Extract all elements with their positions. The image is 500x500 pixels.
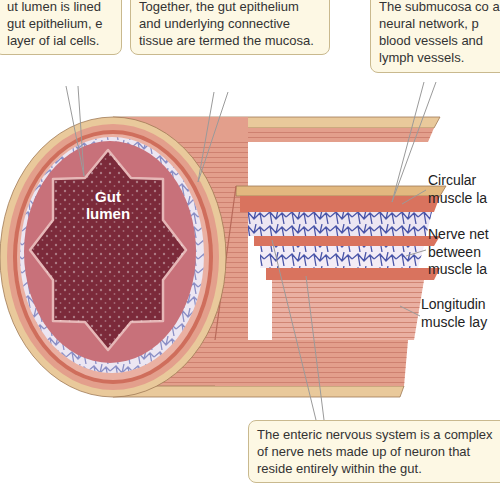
lumen-label: Gut lumen: [78, 188, 138, 223]
layer-label: Nerve net between muscle la: [428, 226, 498, 279]
circular-ring: [13, 130, 213, 384]
outer-layer-band: [236, 186, 446, 196]
callout-tail: [198, 92, 228, 182]
callout-box: Together, the gut epithelium and underly…: [130, 0, 330, 55]
layer-label: Longitudin muscle lay: [421, 296, 497, 331]
serosa-ring: [0, 117, 226, 397]
longitudinal-ring: [7, 124, 219, 390]
circular-muscle-inner: [254, 236, 440, 246]
callout-box: The submucosa co a neural network, p blo…: [370, 0, 500, 73]
longitudinal-bottom: [215, 340, 408, 386]
longitudinal-bottom-fibers: [215, 340, 408, 386]
leader-lines: [66, 82, 436, 420]
callout-box: The enteric nervous system is a complex …: [248, 420, 500, 483]
serosa-bottom: [113, 386, 404, 397]
callout-box: ut lumen is lined gut epithelium, e laye…: [0, 0, 122, 55]
nerve-net-pattern: [260, 246, 424, 268]
callout-tail: [66, 86, 84, 176]
mucosa-ring: [24, 141, 196, 363]
callout-text: ut lumen is lined gut epithelium, e laye…: [7, 0, 113, 49]
gut-lumen-shape: [30, 150, 186, 350]
callout-text: The enteric nervous system is a complex …: [257, 426, 500, 477]
callout-text: Together, the gut epithelium and underly…: [139, 0, 321, 49]
inner-muscle-ring: [17, 134, 209, 380]
layer-label: Circular muscle la: [428, 172, 498, 207]
submucosa-ring: [20, 137, 204, 373]
circular-muscle-band: [240, 196, 440, 212]
submucosa-band: [248, 212, 432, 236]
longitudinal-muscle-band: [272, 280, 424, 340]
label-leader: [406, 250, 426, 256]
label-leader: [400, 306, 420, 316]
longitudinal-fibers: [272, 280, 424, 340]
callout-text: The submucosa co a neural network, p blo…: [379, 0, 500, 67]
peeled-layers: [215, 186, 446, 340]
submucosa-ring-network: [20, 137, 204, 373]
nerve-net-band: [260, 246, 424, 268]
cross-section: [0, 117, 226, 397]
label-leader: [402, 190, 426, 204]
submucosa-network: [248, 212, 432, 236]
epithelium-dots: [30, 150, 186, 350]
callout-tail: [272, 240, 324, 420]
longitudinal-muscle-top: [266, 268, 440, 280]
